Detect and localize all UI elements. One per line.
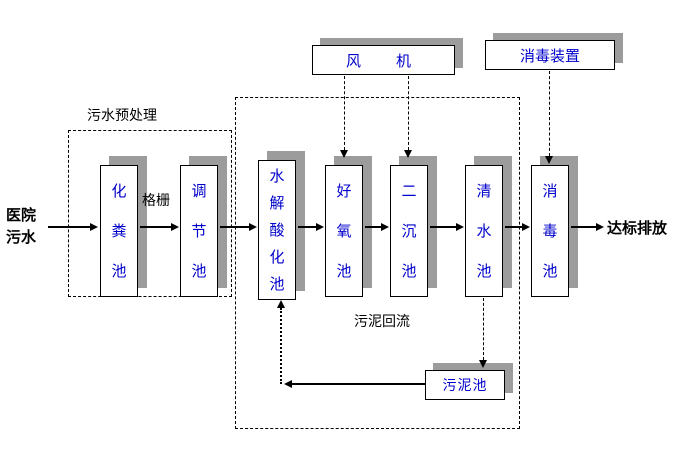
flow-arrow-hydrolysis-to-aerobic (298, 223, 324, 231)
tank-clear-water: 清水池 (465, 165, 503, 297)
flow-arrow-regulating-to-hydrolysis (220, 223, 257, 231)
air-supply-arrow-right (404, 76, 413, 158)
tank-disinfection: 消毒池 (531, 165, 569, 297)
air-supply-arrow-left (340, 76, 349, 158)
tank-hydrolysis-label: 水解酸化池 (269, 166, 285, 293)
flow-arrow-effluent (571, 223, 604, 231)
tank-clear-water-label: 清水池 (476, 182, 492, 280)
flow-arrow-secondary-to-clear (430, 223, 464, 231)
sludge-return-horizontal-arrow (284, 380, 425, 388)
tank-secondary-label: 二沉池 (401, 182, 417, 280)
tank-disinfection-label: 消毒池 (542, 182, 558, 280)
tank-septic-label: 化粪池 (111, 182, 127, 280)
grid-label: 格栅 (142, 193, 170, 209)
tank-secondary-sedimentation: 二沉池 (390, 165, 428, 297)
biotreatment-region (235, 97, 520, 429)
tank-aerobic: 好氧池 (325, 165, 363, 297)
disinfection-device-label: 消毒装置 (519, 46, 580, 65)
flow-arrow-clear-to-disinfection (505, 223, 530, 231)
tank-regulating: 调节池 (180, 165, 218, 297)
tank-regulating-label: 调节池 (191, 182, 207, 280)
effluent-label: 达标排放 (607, 219, 668, 237)
pretreatment-label: 污水预处理 (87, 108, 157, 124)
influent-label: 医院 污水 (6, 206, 37, 246)
flow-arrow-aerobic-to-secondary (365, 223, 389, 231)
flow-arrow-septic-to-regulating (140, 223, 179, 231)
sludge-tank-box: 污泥池 (425, 370, 505, 400)
flow-arrow-influent (48, 223, 98, 231)
sludge-drain-arrow (479, 298, 488, 368)
fan-box: 风 机 (312, 45, 455, 75)
tank-aerobic-label: 好氧池 (336, 182, 352, 280)
fan-label: 风 机 (345, 51, 421, 70)
tank-septic: 化粪池 (100, 165, 138, 297)
sludge-tank-label: 污泥池 (442, 378, 488, 394)
disinfection-device-box: 消毒装置 (485, 40, 615, 70)
pretreatment-region (68, 130, 232, 297)
sludge-return-label: 污泥回流 (354, 314, 410, 330)
sludge-return-vertical-arrow (277, 300, 285, 384)
tank-hydrolysis-acidification: 水解酸化池 (258, 160, 296, 300)
disinfectant-dosing-arrow (545, 71, 554, 164)
